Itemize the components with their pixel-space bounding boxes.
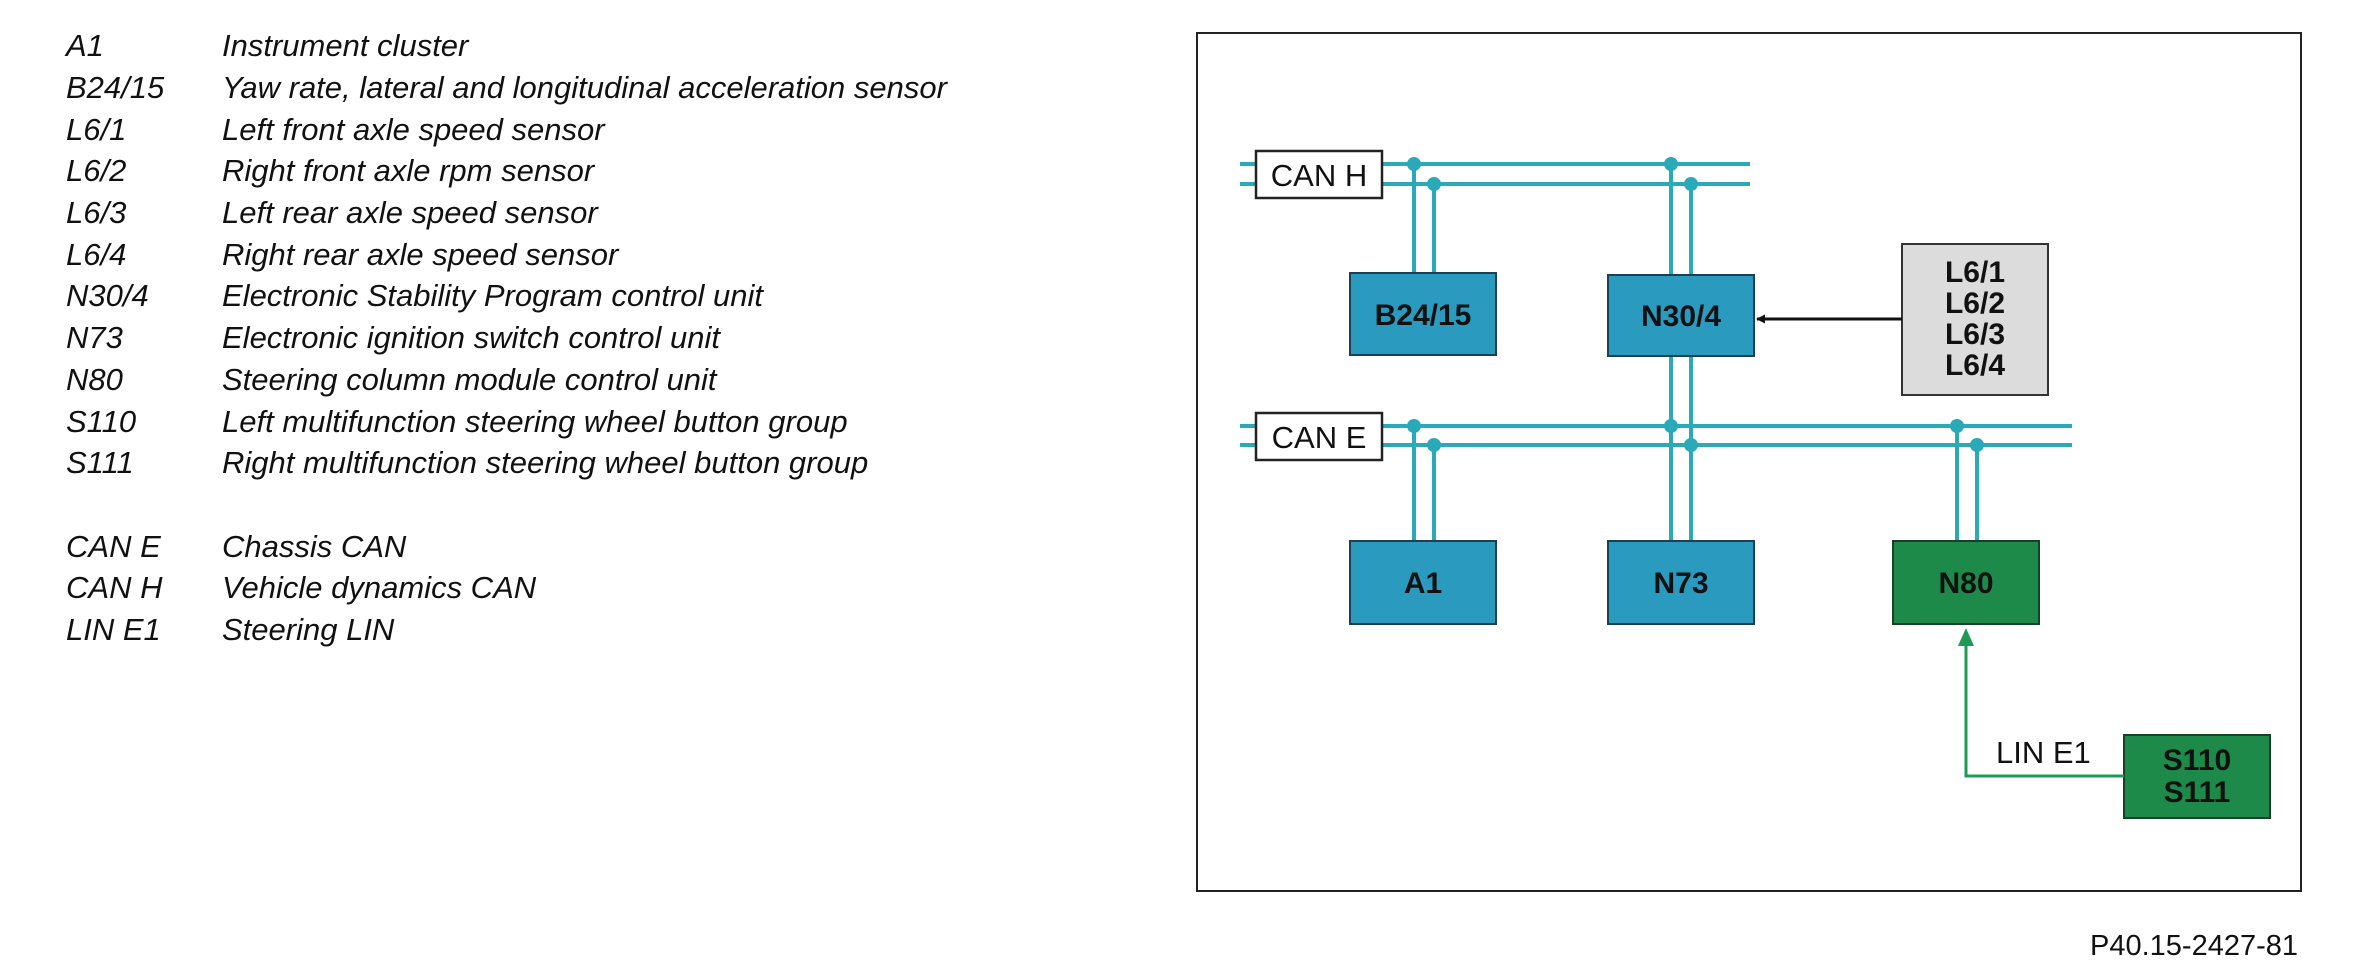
- can-e-label: CAN E: [1254, 411, 1384, 462]
- figure-id: P40.15-2427-81: [2090, 930, 2298, 962]
- legend-row-can-h: CAN H Vehicle dynamics CAN: [66, 567, 947, 609]
- sensor-l6-4-label: L6/4: [1945, 349, 2005, 382]
- junction-dot: [1684, 438, 1698, 452]
- legend-desc: Instrument cluster: [222, 28, 469, 64]
- legend-row-l6-2: L6/2 Right front axle rpm sensor: [66, 150, 947, 192]
- legend-code: L6/4: [66, 236, 127, 272]
- legend-code: N73: [66, 320, 123, 356]
- n73-label: N73: [1653, 567, 1708, 600]
- legend-code: CAN E: [66, 528, 161, 564]
- a1-box: [1349, 540, 1497, 625]
- legend-desc: Yaw rate, lateral and longitudinal accel…: [222, 70, 947, 106]
- can-h-label-text: CAN H: [1271, 158, 1367, 193]
- sensor-l6-3-label: L6/3: [1945, 318, 2005, 351]
- legend: A1 Instrument cluster B24/15 Yaw rate, l…: [66, 25, 947, 650]
- lin-e1-line: [1964, 642, 2124, 778]
- legend-desc: Electronic Stability Program control uni…: [222, 278, 764, 314]
- legend-code: L6/2: [66, 153, 127, 189]
- legend-row-n30-4: N30/4 Electronic Stability Program contr…: [66, 275, 947, 317]
- diagram-frame: [1196, 32, 2302, 892]
- legend-code: L6/1: [66, 111, 127, 147]
- can-e-label-box: [1254, 411, 1384, 462]
- legend-desc: Vehicle dynamics CAN: [222, 570, 537, 606]
- n73-box: [1607, 540, 1755, 625]
- n30-4-label: N30/4: [1641, 300, 1721, 333]
- legend-row-n73: N73 Electronic ignition switch control u…: [66, 317, 947, 359]
- legend-row-l6-1: L6/1 Left front axle speed sensor: [66, 108, 947, 150]
- box-b24-15: B24/15: [1349, 272, 1497, 356]
- junction-dot: [1427, 438, 1441, 452]
- box-n80: N80: [1892, 540, 2040, 625]
- sensor-l6-2-label: L6/2: [1945, 287, 2005, 320]
- legend-row-can-e: CAN E Chassis CAN: [66, 525, 947, 567]
- n80-label: N80: [1938, 567, 1993, 600]
- legend-row-l6-4: L6/4 Right rear axle speed sensor: [66, 233, 947, 275]
- junction-dot: [1664, 419, 1678, 433]
- legend-row-a1: A1 Instrument cluster: [66, 25, 947, 67]
- junction-dot: [1664, 157, 1678, 171]
- junction-dot: [1427, 177, 1441, 191]
- switches-box: [2123, 734, 2271, 819]
- legend-code: S111: [66, 445, 134, 481]
- lin-e1-connection: LIN E1: [1958, 628, 2124, 778]
- legend-desc: Steering LIN: [222, 611, 395, 647]
- can-e-label-text: CAN E: [1272, 420, 1367, 455]
- legend-desc: Right rear axle speed sensor: [222, 236, 619, 272]
- legend-code: N30/4: [66, 278, 149, 314]
- junction-dot: [1407, 157, 1421, 171]
- a1-label: A1: [1404, 567, 1442, 600]
- legend-desc: Chassis CAN: [222, 528, 407, 564]
- legend-row-n80: N80 Steering column module control unit: [66, 359, 947, 401]
- junction-dot: [1684, 177, 1698, 191]
- sensor-l6-1-label: L6/1: [1945, 256, 2005, 289]
- box-n73: N73: [1607, 540, 1755, 625]
- legend-desc: Left multifunction steering wheel button…: [222, 403, 848, 439]
- legend-code: LIN E1: [66, 611, 161, 647]
- junction-dot: [1950, 419, 1964, 433]
- legend-desc: Right multifunction steering wheel butto…: [222, 445, 869, 481]
- b24-15-label: B24/15: [1375, 299, 1472, 332]
- b24-15-box: [1349, 272, 1497, 356]
- can-h-label: CAN H: [1254, 149, 1384, 200]
- legend-code: B24/15: [66, 70, 165, 106]
- legend-code: CAN H: [66, 570, 163, 606]
- legend-row-s111: S111 Right multifunction steering wheel …: [66, 442, 947, 484]
- legend-code: N80: [66, 361, 123, 397]
- legend-desc: Left front axle speed sensor: [222, 111, 605, 147]
- legend-row-l6-3: L6/3 Left rear axle speed sensor: [66, 192, 947, 234]
- lin-e1-arrowhead: [1958, 628, 1974, 646]
- switch-s110-label: S110: [2163, 744, 2231, 777]
- switch-s111-label: S111: [2164, 776, 2231, 809]
- can-h-label-box: [1254, 149, 1384, 200]
- legend-row-lin-e1: LIN E1 Steering LIN: [66, 609, 947, 651]
- box-sensors: L6/1 L6/2 L6/3 L6/4: [1901, 243, 2049, 396]
- legend-row-s110: S110 Left multifunction steering wheel b…: [66, 400, 947, 442]
- junction-dot: [1970, 438, 1984, 452]
- legend-desc: Steering column module control unit: [222, 361, 717, 397]
- n80-box: [1892, 540, 2040, 625]
- legend-code: L6/3: [66, 195, 127, 231]
- junction-dots: [1407, 157, 1984, 452]
- n30-4-box: [1607, 274, 1755, 357]
- legend-desc: Left rear axle speed sensor: [222, 195, 598, 231]
- box-switches: S110 S111: [2123, 734, 2271, 819]
- legend-code: S110: [66, 403, 137, 439]
- legend-desc: Right front axle rpm sensor: [222, 153, 595, 189]
- lin-e1-label: LIN E1: [1996, 735, 2091, 770]
- junction-dot: [1407, 419, 1421, 433]
- box-n30-4: N30/4: [1607, 274, 1755, 357]
- box-a1: A1: [1349, 540, 1497, 625]
- legend-row-b24-15: B24/15 Yaw rate, lateral and longitudina…: [66, 67, 947, 109]
- legend-desc: Electronic ignition switch control unit: [222, 320, 720, 356]
- legend-code: A1: [66, 28, 104, 64]
